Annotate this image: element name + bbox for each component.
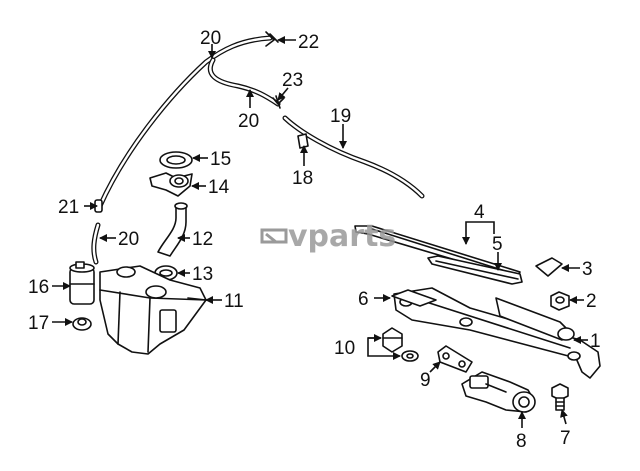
- callout-5: 5: [492, 234, 503, 255]
- callout-8: 8: [516, 431, 527, 452]
- callout-16: 16: [28, 277, 49, 298]
- callout-labels: 20 22 23 20 19 18 15 14 21 20 12 13 11 1…: [28, 28, 601, 452]
- washer-hose-long: [97, 35, 273, 209]
- callout-9: 9: [420, 370, 431, 391]
- motor-bracket-9: [437, 345, 473, 373]
- wiper-motor-8: [461, 371, 536, 413]
- callout-3: 3: [582, 259, 593, 280]
- wiper-blade-5: [427, 255, 523, 285]
- callout-21: 21: [58, 197, 79, 218]
- callout-4: 4: [474, 202, 485, 223]
- callout-18: 18: [292, 168, 313, 189]
- callout-15: 15: [210, 149, 231, 170]
- vparts-watermark: vparts: [260, 219, 396, 254]
- leader-lines: [52, 36, 588, 428]
- pivot-nut-2: [550, 291, 570, 311]
- reservoir-cap-14: [149, 172, 193, 197]
- callout-2: 2: [586, 291, 597, 312]
- callout-6: 6: [358, 289, 369, 310]
- hose-connector-22: [265, 31, 279, 47]
- washer-hose-19: [282, 115, 425, 199]
- arm-cover-3: [535, 257, 563, 277]
- filler-neck-12: [157, 202, 188, 257]
- callout-20-mid: 20: [238, 111, 259, 132]
- pump-grommet-17: [72, 317, 92, 331]
- callout-7: 7: [560, 428, 571, 449]
- hose-clip-18: [297, 133, 309, 149]
- washer-hose-branch: [207, 57, 281, 107]
- watermark-text: vparts: [288, 219, 396, 254]
- callout-19: 19: [330, 106, 351, 127]
- callout-17: 17: [28, 313, 49, 334]
- callout-20-top: 20: [200, 28, 221, 49]
- seal-ring-15: [159, 151, 193, 169]
- washer-hose-short: [91, 222, 101, 265]
- callout-23: 23: [282, 70, 303, 91]
- washer-pump-16: [69, 261, 95, 305]
- callout-1: 1: [590, 331, 601, 352]
- callout-10: 10: [334, 338, 355, 359]
- mounting-bracket-6: [391, 289, 437, 307]
- grommet-10-upper: [382, 327, 403, 353]
- callout-22: 22: [298, 32, 319, 53]
- callout-13: 13: [192, 264, 213, 285]
- callout-20-low: 20: [118, 229, 139, 250]
- washer-reservoir-11: [99, 265, 207, 355]
- mounting-bolt-7: [551, 383, 569, 411]
- callout-11: 11: [224, 291, 244, 312]
- callout-12: 12: [192, 229, 213, 250]
- callout-14: 14: [208, 177, 230, 198]
- washer-10-lower: [401, 350, 419, 362]
